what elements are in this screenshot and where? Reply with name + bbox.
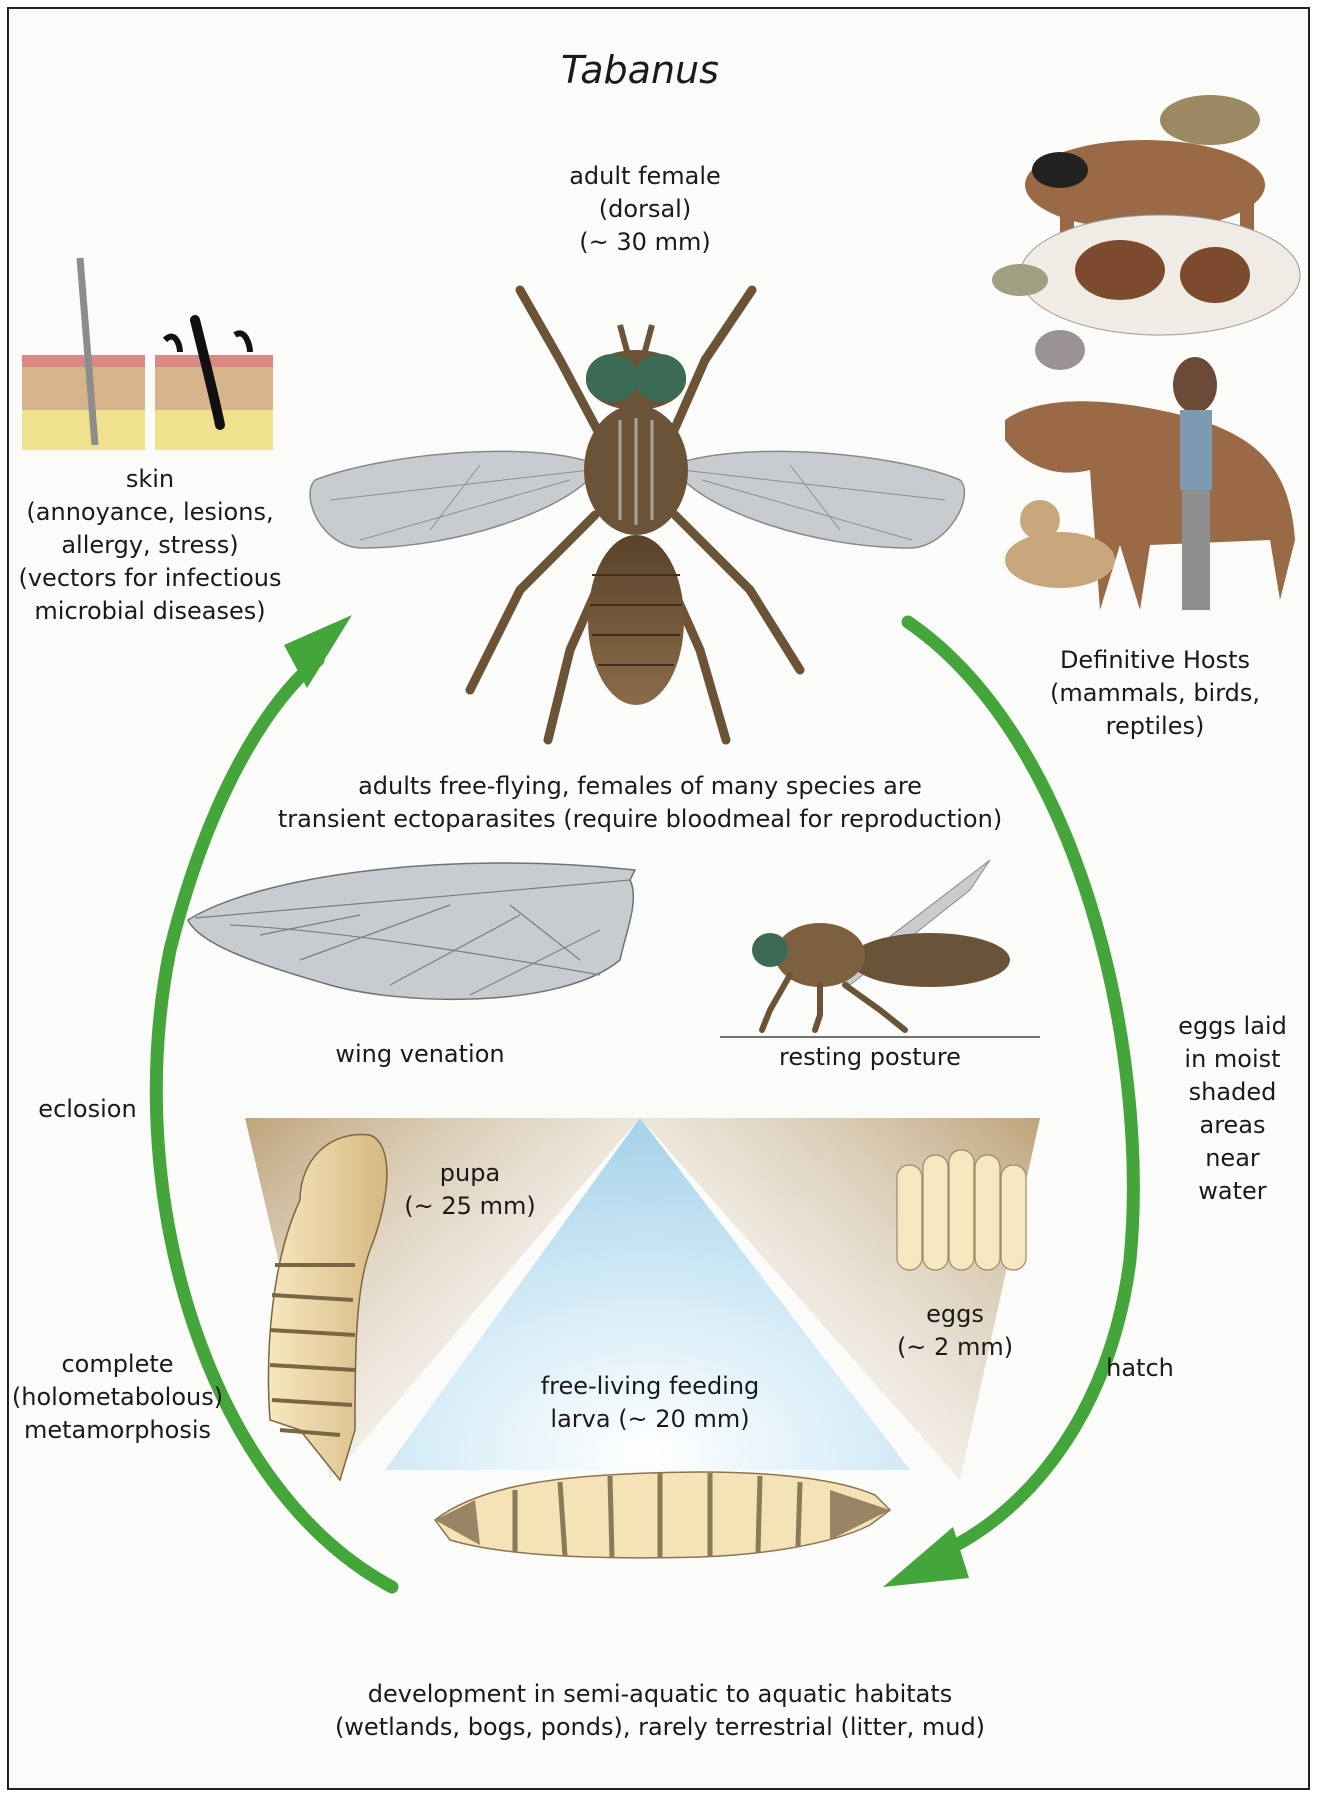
- wing-illustration: [188, 863, 635, 999]
- figure-title: Tabanus: [500, 48, 780, 92]
- metamorphosis-line-3: metamorphosis: [10, 1414, 225, 1447]
- eggs-laid-line-4: areas: [1170, 1109, 1295, 1142]
- skin-line-1: skin: [10, 463, 290, 496]
- metamorphosis-line-2: (holometabolous): [10, 1381, 225, 1414]
- eggs-laid-line-3: shaded: [1170, 1076, 1295, 1109]
- eggs-line-1: eggs: [890, 1298, 1020, 1331]
- development-line-1: development in semi-aquatic to aquatic h…: [300, 1678, 1020, 1711]
- eggs-laid-line-6: water: [1170, 1175, 1295, 1208]
- adults-note-line-1: adults free-flying, females of many spec…: [220, 770, 1060, 803]
- hatch-label: hatch: [1090, 1352, 1190, 1385]
- eclosion-label: eclosion: [20, 1093, 155, 1126]
- eggs-laid-label: eggs laid in moist shaded areas near wat…: [1170, 1010, 1295, 1208]
- pupa-line-1: pupa: [400, 1157, 540, 1190]
- eggs-line-2: (~ 2 mm): [890, 1331, 1020, 1364]
- adult-line-2: (dorsal): [500, 193, 790, 226]
- adult-line-1: adult female: [500, 160, 790, 193]
- eggs-laid-line-1: eggs laid: [1170, 1010, 1295, 1043]
- development-line-2: (wetlands, bogs, ponds), rarely terrestr…: [300, 1711, 1020, 1744]
- hosts-line-3: reptiles): [1030, 710, 1280, 743]
- hosts-label: Definitive Hosts (mammals, birds, reptil…: [1030, 644, 1280, 743]
- pupa-line-2: (~ 25 mm): [400, 1190, 540, 1223]
- larva-line-2: larva (~ 20 mm): [530, 1403, 770, 1436]
- larva-line-1: free-living feeding: [530, 1370, 770, 1403]
- metamorphosis-line-1: complete: [10, 1348, 225, 1381]
- hosts-line-1: Definitive Hosts: [1030, 644, 1280, 677]
- adult-line-3: (~ 30 mm): [500, 226, 790, 259]
- eggs-label: eggs (~ 2 mm): [890, 1298, 1020, 1364]
- eggs-laid-line-2: in moist: [1170, 1043, 1295, 1076]
- skin-line-5: microbial diseases): [10, 595, 290, 628]
- larva-illustration: [435, 1472, 890, 1558]
- eggs-illustration: [897, 1150, 1026, 1270]
- metamorphosis-label: complete (holometabolous) metamorphosis: [10, 1348, 225, 1447]
- skin-section-illustration: [22, 258, 273, 450]
- adults-note-label: adults free-flying, females of many spec…: [220, 770, 1060, 836]
- eggs-laid-line-5: near: [1170, 1142, 1295, 1175]
- resting-posture-label: resting posture: [750, 1041, 990, 1074]
- skin-line-3: allergy, stress): [10, 529, 290, 562]
- fly-lateral-illustration: [720, 860, 1040, 1037]
- development-label: development in semi-aquatic to aquatic h…: [300, 1678, 1020, 1744]
- host-animals-illustration: [992, 95, 1300, 610]
- arrowhead-right: [883, 1527, 969, 1587]
- fly-dorsal-illustration: [310, 290, 964, 740]
- larva-label: free-living feeding larva (~ 20 mm): [530, 1370, 770, 1436]
- adult-female-label: adult female (dorsal) (~ 30 mm): [500, 160, 790, 259]
- hosts-line-2: (mammals, birds,: [1030, 677, 1280, 710]
- skin-line-4: (vectors for infectious: [10, 562, 290, 595]
- pupa-label: pupa (~ 25 mm): [400, 1157, 540, 1223]
- wing-venation-label: wing venation: [300, 1038, 540, 1071]
- adults-note-line-2: transient ectoparasites (require bloodme…: [220, 803, 1060, 836]
- skin-label: skin (annoyance, lesions, allergy, stres…: [10, 463, 290, 628]
- skin-line-2: (annoyance, lesions,: [10, 496, 290, 529]
